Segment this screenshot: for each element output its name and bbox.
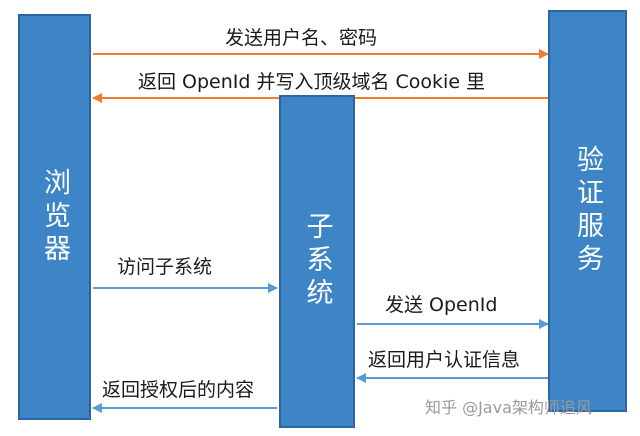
subsystem-label: 子系统 bbox=[301, 212, 333, 311]
browser-column: 浏览器 bbox=[18, 14, 91, 420]
return-authorized-content-label: 返回授权后的内容 bbox=[102, 379, 255, 401]
return-user-auth-label: 返回用户认证信息 bbox=[368, 349, 521, 371]
auth-service-column: 验证服务 bbox=[548, 10, 627, 412]
watermark: 知乎 @Java架构师追风 bbox=[425, 398, 592, 417]
send-openid-label: 发送 OpenId bbox=[385, 294, 498, 316]
send-credentials-label: 发送用户名、密码 bbox=[225, 27, 378, 49]
subsystem-column: 子系统 bbox=[279, 95, 355, 428]
browser-label: 浏览器 bbox=[39, 167, 70, 267]
return-openid-cookie-label: 返回 OpenId 并写入顶级域名 Cookie 里 bbox=[138, 71, 486, 93]
auth-service-label: 验证服务 bbox=[572, 145, 603, 277]
visit-subsystem-label: 访问子系统 bbox=[117, 256, 213, 278]
